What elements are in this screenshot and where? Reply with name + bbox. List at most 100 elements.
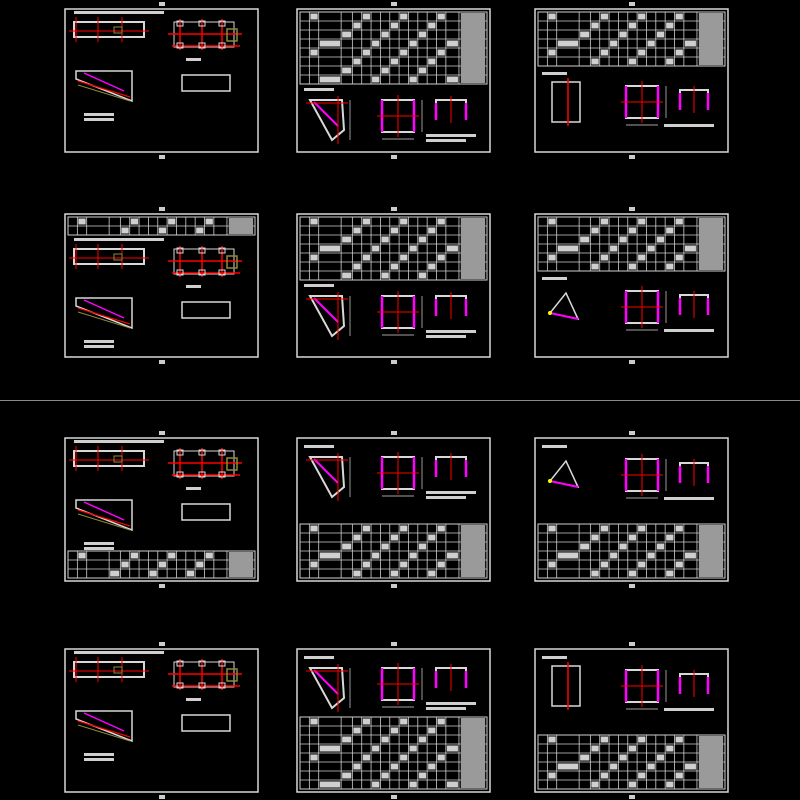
table-cell-text — [610, 245, 618, 252]
table-cell-text — [600, 525, 609, 532]
sheet-number-top — [159, 431, 165, 435]
drawing-sheet-box[interactable] — [534, 437, 729, 582]
drawing-sheet-triangle[interactable] — [296, 648, 491, 793]
bolt-plate — [218, 42, 226, 49]
table-cell-text — [400, 718, 408, 725]
sheet-border — [296, 648, 491, 793]
brace-plate — [313, 458, 339, 484]
table-cell-text — [418, 67, 427, 74]
table-cell-text — [437, 525, 445, 532]
plate-elevation — [551, 81, 581, 123]
sheet-number-bottom — [629, 155, 635, 159]
table-cell-text — [619, 236, 627, 243]
table-cell-text — [647, 40, 655, 47]
table-cell-text — [548, 254, 556, 261]
drawing-sheet-box[interactable] — [534, 213, 729, 358]
table-cell-text — [675, 218, 683, 225]
note-text — [84, 542, 114, 545]
note-text — [84, 547, 114, 550]
table-remarks-text — [698, 525, 724, 577]
table-cell-text — [353, 22, 361, 29]
sheet-number-top — [391, 642, 397, 646]
table-cell-text — [362, 525, 371, 532]
detail-title-text — [304, 656, 334, 659]
table-cell-text — [628, 263, 637, 270]
table-cell-text — [353, 534, 361, 541]
parts-table — [67, 550, 256, 579]
table-cell-text — [580, 31, 590, 38]
parts-table — [299, 216, 488, 281]
table-cell-text — [428, 534, 436, 541]
chord-line — [77, 80, 131, 98]
note-text — [84, 340, 114, 343]
gusset-plate — [226, 668, 238, 682]
diagonal-brace-outline — [308, 456, 346, 499]
sheet-number-bottom — [391, 584, 397, 588]
drawing-sheet-triangle[interactable] — [296, 8, 491, 153]
table-cell-text — [78, 218, 86, 225]
table-cell-text — [353, 227, 361, 234]
truss-elevation — [75, 710, 133, 743]
sheet-border — [534, 8, 729, 153]
table-cell-text — [381, 272, 389, 279]
sheet-number-bottom — [159, 795, 165, 799]
table-cell-text — [400, 13, 408, 20]
table-cell-text — [400, 754, 408, 761]
table-cell-text — [610, 763, 618, 770]
sheet-number-top — [159, 2, 165, 6]
table-cell-text — [372, 781, 380, 788]
detail-title-text — [304, 284, 334, 287]
sheet-number-bottom — [159, 155, 165, 159]
note-text — [426, 335, 466, 338]
table-cell-text — [353, 727, 361, 734]
drawing-sheet-box[interactable] — [534, 8, 729, 153]
table-cell-text — [310, 561, 318, 568]
sheet-drawing — [534, 648, 729, 793]
table-cell-text — [610, 40, 618, 47]
brace-line — [83, 72, 125, 92]
table-cell-text — [342, 67, 352, 74]
table-cell-text — [638, 736, 646, 743]
sheet-number-bottom — [159, 584, 165, 588]
chord-line — [77, 509, 131, 527]
table-cell-text — [600, 772, 609, 779]
bolt-plate — [176, 42, 184, 49]
sheet-number-bottom — [391, 155, 397, 159]
detail-title-text — [304, 445, 334, 448]
drawing-sheet-beam[interactable] — [64, 8, 259, 153]
bolt-plate — [198, 660, 206, 667]
drawing-sheet-triangle[interactable] — [296, 213, 491, 358]
beam-elevation — [73, 248, 145, 265]
sheet-drawing — [296, 648, 491, 793]
drawing-sheet-beam[interactable] — [64, 648, 259, 793]
table-cell-text — [310, 49, 318, 56]
note-text — [664, 329, 714, 332]
table-cell-text — [628, 534, 637, 541]
table-cell-text — [342, 236, 352, 243]
table-remarks-text — [698, 736, 724, 788]
table-cell-text — [638, 525, 646, 532]
table-cell-text — [310, 218, 318, 225]
note-text — [664, 124, 714, 127]
table-cell-text — [684, 40, 696, 47]
sheet-title-text — [74, 238, 164, 241]
bolt-plate — [198, 42, 206, 49]
parts-table — [299, 11, 488, 85]
bolt-plate — [218, 20, 226, 27]
table-cell-text — [409, 552, 417, 559]
table-cell-text — [342, 272, 352, 279]
drawing-sheet-beam[interactable] — [64, 437, 259, 582]
drawing-sheet-triangle[interactable] — [296, 437, 491, 582]
note-text — [664, 708, 714, 711]
table-cell-text — [591, 781, 599, 788]
drawing-sheet-box[interactable] — [534, 648, 729, 793]
note-text — [84, 118, 114, 121]
table-cell-text — [381, 543, 389, 550]
note-text — [426, 134, 476, 137]
table-cell-text — [580, 543, 590, 550]
table-cell-text — [390, 227, 399, 234]
drawing-sheet-beam[interactable] — [64, 213, 259, 358]
table-cell-text — [437, 718, 445, 725]
brace-plate — [313, 669, 339, 695]
table-cell-text — [628, 58, 637, 65]
